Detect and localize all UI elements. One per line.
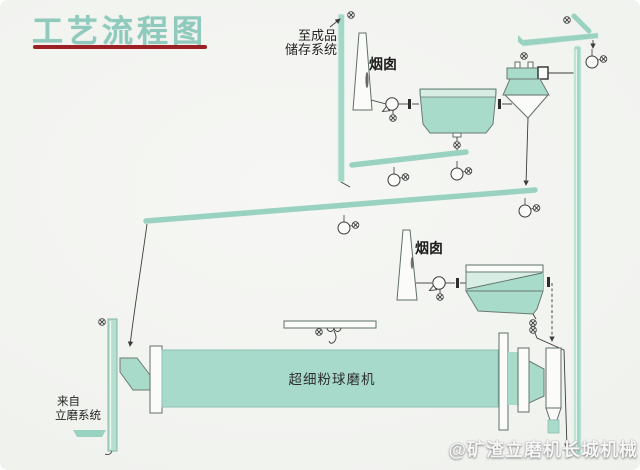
mill-trunnion	[508, 352, 518, 405]
pump-icon	[388, 167, 409, 186]
cyclone-cone	[503, 94, 550, 119]
cyclone-drop-line	[523, 117, 529, 186]
tank-top-band	[421, 90, 495, 97]
tank-spout	[532, 313, 537, 320]
crane-hook-icon	[326, 327, 342, 344]
bucket-elevator	[107, 318, 118, 452]
flange-connector	[456, 278, 459, 288]
downcomer-pipe	[573, 45, 582, 457]
storage-arrow	[329, 18, 341, 28]
elevator-boot-hook	[104, 450, 113, 456]
label-from-mill-line1: 来自	[57, 395, 80, 408]
label-ball-mill: 超细粉球磨机	[289, 372, 376, 387]
mill-shell	[161, 349, 499, 408]
tank-fill	[466, 273, 543, 291]
watermark: @矿渣立磨机长城机械	[448, 440, 638, 460]
pump-icon	[451, 161, 472, 180]
pump-icon	[338, 215, 359, 234]
cyclone-separator	[502, 52, 577, 186]
valve-icon	[529, 326, 537, 334]
valve-icon	[529, 319, 537, 327]
conveyor-bend	[518, 35, 523, 46]
valve-icon	[315, 328, 323, 336]
bucket-elevator-section: 来自 立磨系统	[55, 318, 118, 456]
riser-pipe	[337, 13, 345, 183]
cyclone-stub	[514, 61, 521, 69]
valve-icon	[436, 293, 444, 301]
top-right-transfer	[518, 13, 607, 68]
valve-icon	[389, 114, 397, 122]
cyclone-outlet-box	[537, 66, 549, 80]
storage-riser-section: 至成品 储存系统	[285, 11, 355, 188]
label-from-mill-line2: 立磨系统	[55, 408, 101, 422]
pump-icon	[519, 198, 540, 217]
separator-tank-top	[419, 88, 497, 134]
mill-bearing	[498, 332, 509, 431]
conveyor-bar	[349, 149, 469, 168]
flange-connector	[547, 277, 550, 287]
chimney-top	[352, 32, 373, 111]
riser-foot	[340, 181, 351, 188]
tank-hopper	[465, 290, 544, 315]
upper-screw-conveyor	[349, 149, 472, 186]
fan-icon	[382, 97, 399, 112]
cyclone-stub	[527, 61, 534, 69]
valve-icon	[563, 16, 571, 24]
valve-icon	[347, 11, 355, 19]
valve-icon	[520, 52, 528, 60]
chimney-smudge	[410, 257, 414, 269]
discharge-line	[534, 332, 570, 449]
discharge-hopper	[545, 347, 562, 409]
page-title: 工艺流程图	[32, 14, 207, 49]
tank-outlet	[452, 132, 462, 138]
valve-icon	[98, 318, 106, 326]
conveyor-bar	[143, 187, 538, 224]
flange-connector	[498, 99, 501, 109]
mill-end-cap-left	[149, 345, 163, 414]
hopper-cone	[545, 407, 562, 421]
flange-connector	[408, 99, 411, 109]
fan-icon	[429, 276, 446, 291]
chimney-smudge	[365, 72, 369, 88]
title-underline-bar	[33, 45, 207, 49]
label-to-storage-line1: 至成品	[298, 28, 337, 43]
main-inclined-conveyor	[127, 187, 540, 347]
tank-lid	[465, 264, 544, 273]
mill-bearing	[517, 347, 530, 413]
label-to-storage-line2: 储存系统	[285, 42, 337, 57]
top-dust-collection-section: 烟囱	[352, 13, 607, 457]
label-underline-bar	[73, 430, 106, 437]
mill-coupling	[528, 360, 545, 404]
valve-icon	[453, 141, 461, 149]
cyclone-top-box	[506, 67, 539, 80]
hopper-outlet-block	[547, 419, 560, 434]
cyclone-flare	[502, 78, 550, 96]
mill-feed-chute	[119, 357, 151, 391]
lower-dust-collection-section: 烟囱	[396, 229, 570, 449]
duct-line	[370, 99, 387, 105]
ball-mill-assembly: 超细粉球磨机	[119, 320, 562, 434]
feed-line-to-mill	[127, 223, 148, 347]
label-chimney-top: 烟囱	[369, 56, 397, 73]
separator-tank-bottom	[465, 264, 570, 449]
crane-beam	[283, 320, 377, 329]
tank-level-diagonal	[466, 272, 543, 290]
top-conveyor	[522, 32, 599, 47]
chimney-bottom	[396, 229, 418, 301]
inlet-chute	[571, 13, 592, 34]
label-chimney-bottom: 烟囱	[415, 240, 443, 257]
pump-icon	[586, 49, 607, 68]
